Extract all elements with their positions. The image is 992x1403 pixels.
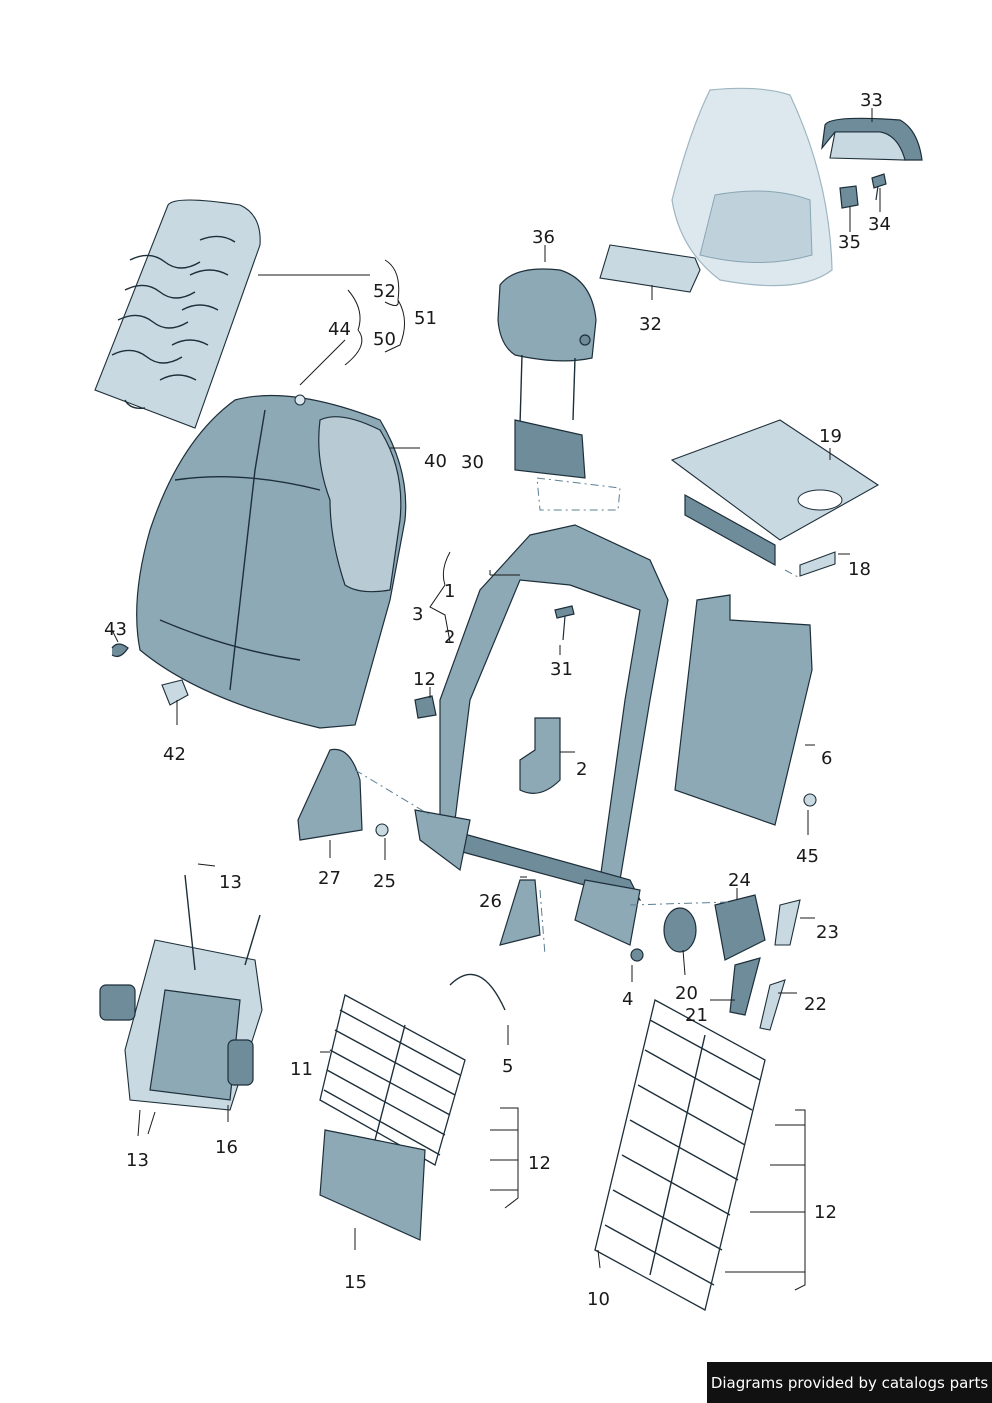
- clip-12-part: [414, 695, 437, 719]
- label-10: 10: [587, 1289, 610, 1310]
- label-40: 40: [424, 451, 447, 472]
- wire-5-part: [449, 973, 506, 1011]
- label-3: 3: [412, 604, 423, 625]
- rear-panel-part: [674, 594, 813, 826]
- label-50: 50: [373, 329, 396, 350]
- label-5: 5: [502, 1056, 513, 1077]
- backrest-cover-part: [136, 394, 407, 729]
- backrest-frame-part: [414, 524, 669, 946]
- label-30: 30: [461, 452, 484, 473]
- label-23: 23: [816, 922, 839, 943]
- callout-labels: 52 51 50 44 40 43 42 36 32 33 35 34 30 1…: [104, 90, 891, 1310]
- nut-45-part: [803, 793, 817, 807]
- cover-26-part: [499, 879, 541, 946]
- label-33: 33: [860, 90, 883, 111]
- knob-20-part: [663, 907, 697, 953]
- label-22: 22: [804, 994, 827, 1015]
- label-11: 11: [290, 1059, 313, 1080]
- bolt-18-part: [799, 551, 836, 577]
- label-42: 42: [163, 744, 186, 765]
- trim-27-part: [297, 748, 363, 841]
- bolt-4-part: [630, 948, 644, 962]
- lumbar-16-part: [99, 874, 263, 1111]
- label-4: 4: [622, 989, 633, 1010]
- label-36: 36: [532, 227, 555, 248]
- cover-22-part: [759, 979, 786, 1031]
- mat-11-part: [319, 994, 466, 1241]
- label-16: 16: [215, 1137, 238, 1158]
- label-12-right: 12: [814, 1202, 837, 1223]
- screw-part: [871, 173, 887, 201]
- lever-21-part: [729, 957, 761, 1016]
- screw-31-part: [554, 605, 575, 641]
- recliner-24-part: [714, 894, 766, 961]
- label-2-upper: 2: [444, 627, 455, 648]
- grab-handle-part: [821, 117, 923, 161]
- headrest-guide-part: [514, 419, 586, 479]
- label-6: 6: [821, 748, 832, 769]
- headrest-part: [497, 268, 597, 426]
- leader-lines: [111, 108, 881, 1291]
- label-32: 32: [639, 314, 662, 335]
- footer-credit: Diagrams provided by catalogs parts: [707, 1362, 992, 1403]
- label-34: 34: [868, 214, 891, 235]
- mat-10-part: [594, 999, 766, 1311]
- label-1: 1: [444, 581, 455, 602]
- label-12-middle: 12: [528, 1153, 551, 1174]
- label-31: 31: [550, 659, 573, 680]
- handle-23-part: [774, 899, 801, 946]
- label-19: 19: [819, 426, 842, 447]
- screw-25-part: [375, 823, 389, 837]
- clip-part: [839, 185, 859, 209]
- label-21: 21: [685, 1005, 708, 1026]
- label-13-upper: 13: [219, 872, 242, 893]
- clip-43-part: [111, 643, 129, 658]
- clip-42-part: [161, 679, 189, 706]
- heating-mat-part: [94, 199, 261, 429]
- label-13-lower: 13: [126, 1150, 149, 1171]
- label-12-clip: 12: [413, 669, 436, 690]
- label-2-lower: 2: [576, 759, 587, 780]
- label-35: 35: [838, 232, 861, 253]
- label-18: 18: [848, 559, 871, 580]
- rear-shell-ghost: [671, 87, 833, 287]
- backrest-board-part: [670, 419, 880, 567]
- label-15: 15: [344, 1272, 367, 1293]
- label-52: 52: [373, 281, 396, 302]
- label-45: 45: [796, 846, 819, 867]
- label-24: 24: [728, 870, 751, 891]
- label-44: 44: [328, 319, 351, 340]
- label-25: 25: [373, 871, 396, 892]
- motor-part: [519, 717, 561, 794]
- label-26: 26: [479, 891, 502, 912]
- label-43: 43: [104, 619, 127, 640]
- label-20: 20: [675, 983, 698, 1004]
- label-51: 51: [414, 308, 437, 329]
- label-27: 27: [318, 868, 341, 889]
- trim-bracket-part: [599, 244, 701, 293]
